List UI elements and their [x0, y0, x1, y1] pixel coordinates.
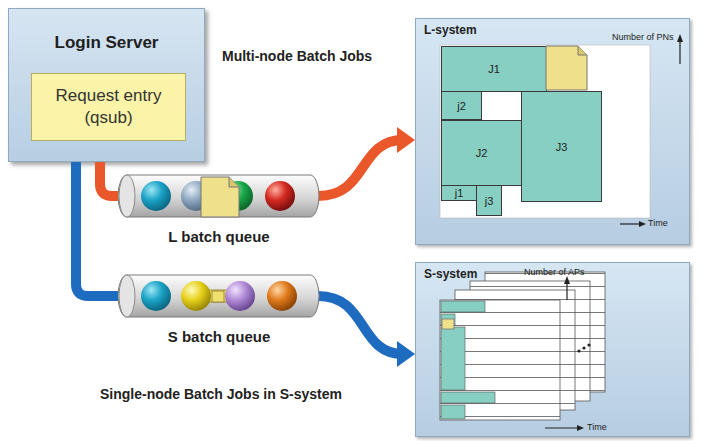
flow-connector	[76, 162, 118, 296]
cylinder-shape	[118, 274, 320, 318]
node-text: J1	[488, 63, 500, 75]
axis-label: Time	[648, 218, 668, 228]
entry-box: Request entry (qsub)	[31, 73, 186, 141]
axis-label: Time	[587, 422, 607, 432]
job-block: J2	[441, 120, 522, 186]
node-text: L-system	[424, 23, 477, 37]
node-text: j1	[455, 187, 464, 199]
job-block: J3	[521, 91, 602, 202]
section-label: Single-node Batch Jobs in S-system	[100, 386, 342, 402]
node-text: J2	[476, 147, 488, 159]
job-block: j3	[476, 185, 502, 216]
flow-connector	[100, 162, 118, 196]
queue-cylinder: S batch queue	[118, 274, 320, 318]
node-text: S-system	[424, 267, 477, 281]
system-panel: S-system	[415, 262, 690, 437]
node-text: Login Server	[9, 33, 204, 53]
flow-connector	[318, 127, 415, 196]
queue-cylinder: L batch queue	[118, 174, 320, 218]
node-text: S batch queue	[98, 328, 340, 345]
section-label: Multi-node Batch Jobs	[222, 48, 372, 64]
flow-connector	[318, 296, 415, 367]
system-panel: L-systemJ1 j2J2 J3 j1 j3	[415, 18, 690, 245]
cylinder-shape	[118, 174, 320, 218]
axis-label: Number of PNs	[612, 32, 674, 42]
node-text: j2	[457, 100, 466, 112]
node-text: Request entry (qsub)	[41, 85, 176, 129]
node-text: j3	[485, 195, 494, 207]
server-box: Login ServerRequest entry (qsub)	[8, 8, 205, 162]
node-text: J3	[556, 141, 568, 153]
axis-label: Number of APs	[524, 267, 585, 277]
job-block: j2	[441, 91, 482, 120]
node-text: L batch queue	[98, 228, 340, 245]
job-block: J1	[441, 46, 547, 92]
job-block: j1	[441, 185, 477, 201]
